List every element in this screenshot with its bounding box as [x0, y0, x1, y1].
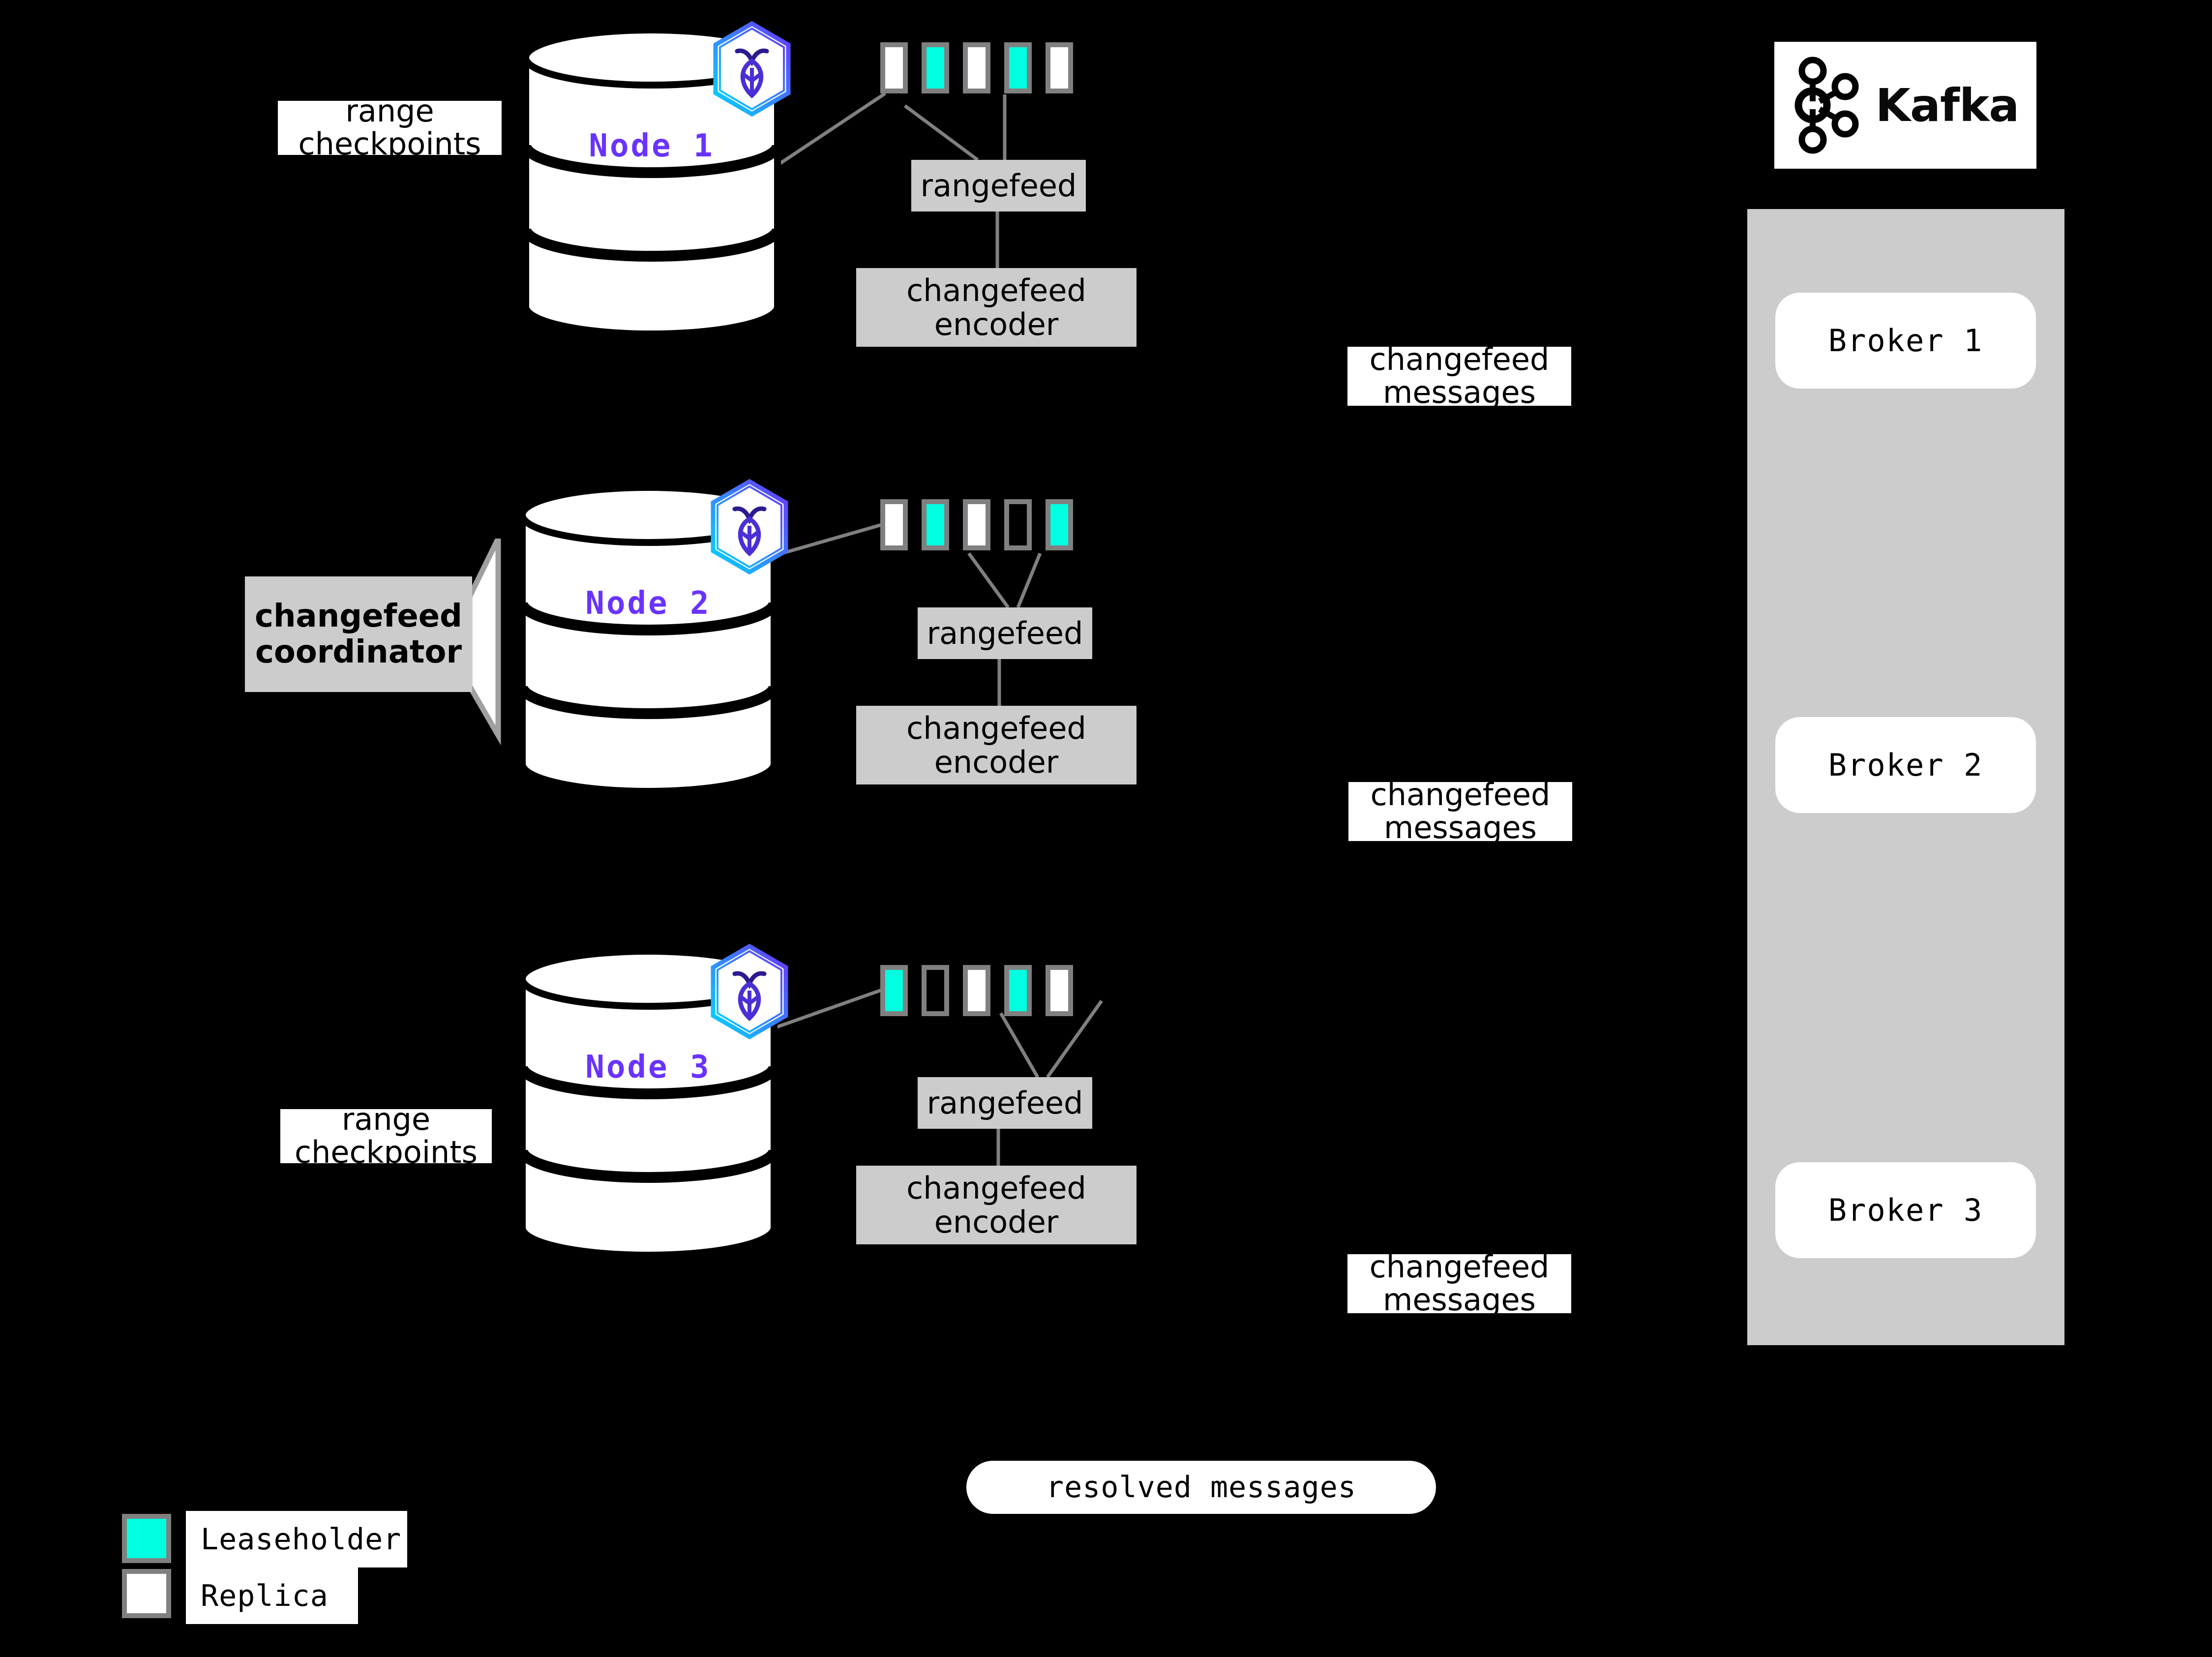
broker-label: Broker 3	[1828, 1192, 1983, 1228]
changefeed-messages-label-1: changefeed messages	[1347, 343, 1571, 410]
coordinator-label-line1: changefeed	[255, 598, 462, 634]
kafka-logo-card: Kafka	[1774, 42, 2036, 169]
range-box-replica[interactable]	[1046, 965, 1073, 1016]
node-1-ranges	[880, 42, 1087, 93]
node-3-cylinder: Node 3	[515, 948, 781, 1258]
coordinator-pointer	[470, 539, 501, 745]
range-box-replica[interactable]	[880, 42, 908, 93]
messages-line1: changefeed	[1369, 341, 1550, 378]
legend-swatch-replica	[122, 1569, 171, 1618]
messages-line1: changefeed	[1369, 1249, 1550, 1285]
messages-line1: changefeed	[1370, 777, 1551, 813]
resolved-messages-pill[interactable]: resolved messages	[966, 1461, 1436, 1514]
range-box-replica[interactable]	[1046, 42, 1073, 93]
node-3-ranges	[880, 965, 1087, 1016]
cockroachdb-hexagon-icon	[707, 943, 792, 1042]
range-box-replica[interactable]	[963, 965, 990, 1016]
checkpoints-line1: range	[341, 1101, 431, 1138]
kafka-nodes-icon	[1794, 57, 1859, 154]
coordinator-label-line2: coordinator	[255, 633, 462, 670]
encoder-label-line2: encoder	[934, 744, 1059, 780]
range-box-leaseholder[interactable]	[922, 499, 949, 550]
encoder-label-line1: changefeed	[906, 710, 1086, 746]
messages-line2: messages	[1383, 374, 1536, 410]
changefeed-coordinator-box[interactable]: changefeed coordinator	[245, 576, 472, 692]
node-3-range-checkpoints-label: range checkpoints	[280, 1103, 492, 1169]
encoder-label-line1: changefeed	[906, 272, 1086, 308]
broker-2-box[interactable]: Broker 2	[1775, 717, 2036, 813]
rangefeed-label: rangefeed	[927, 1085, 1083, 1121]
range-box-leaseholder[interactable]	[1004, 42, 1032, 93]
messages-line2: messages	[1384, 810, 1537, 845]
broker-1-box[interactable]: Broker 1	[1775, 293, 2036, 389]
broker-3-box[interactable]: Broker 3	[1775, 1162, 2036, 1258]
node-2-ranges	[880, 499, 1087, 550]
checkpoints-line2: checkpoints	[295, 1134, 478, 1170]
node-1-changefeed-encoder-box[interactable]: changefeed encoder	[856, 268, 1136, 347]
encoder-label-line2: encoder	[934, 1204, 1059, 1240]
rangefeed-label: rangefeed	[927, 615, 1083, 651]
range-box-replica[interactable]	[963, 499, 990, 550]
broker-label: Broker 1	[1828, 323, 1983, 359]
checkpoints-line2: checkpoints	[298, 126, 481, 162]
changefeed-messages-label-2: changefeed messages	[1348, 777, 1572, 845]
encoder-label-line2: encoder	[934, 306, 1059, 342]
node-2-rangefeed-box[interactable]: rangefeed	[918, 607, 1092, 659]
resolved-messages-label: resolved messages	[1046, 1470, 1357, 1505]
legend-label-replica: Replica	[186, 1567, 358, 1624]
node-1-rangefeed-box[interactable]: rangefeed	[911, 160, 1086, 211]
checkpoints-line1: range	[345, 93, 434, 129]
node-1-range-checkpoints-label: range checkpoints	[278, 94, 502, 160]
range-box-leaseholder[interactable]	[880, 965, 908, 1016]
rangefeed-label: rangefeed	[920, 167, 1077, 204]
range-box-leaseholder[interactable]	[1004, 965, 1032, 1016]
broker-label: Broker 2	[1828, 747, 1983, 783]
legend-swatch-leaseholder	[122, 1514, 171, 1563]
legend-label-leaseholder: Leaseholder	[186, 1511, 407, 1567]
changefeed-messages-label-3: changefeed messages	[1347, 1249, 1571, 1316]
range-box-leaseholder[interactable]	[922, 42, 949, 93]
kafka-brand-label: Kafka	[1875, 79, 2020, 132]
range-box-replica[interactable]	[963, 42, 990, 93]
cockroachdb-hexagon-icon	[707, 479, 792, 577]
cockroachdb-hexagon-icon	[710, 21, 794, 119]
messages-line2: messages	[1383, 1282, 1536, 1318]
range-box-replica[interactable]	[880, 499, 908, 550]
node-2-changefeed-encoder-box[interactable]: changefeed encoder	[856, 706, 1136, 784]
range-box-leaseholder[interactable]	[1046, 499, 1073, 550]
node-3-changefeed-encoder-box[interactable]: changefeed encoder	[856, 1166, 1136, 1244]
encoder-label-line1: changefeed	[906, 1170, 1086, 1206]
range-box-empty[interactable]	[922, 965, 949, 1016]
node-3-rangefeed-box[interactable]: rangefeed	[918, 1077, 1092, 1129]
range-box-empty[interactable]	[1004, 499, 1032, 550]
